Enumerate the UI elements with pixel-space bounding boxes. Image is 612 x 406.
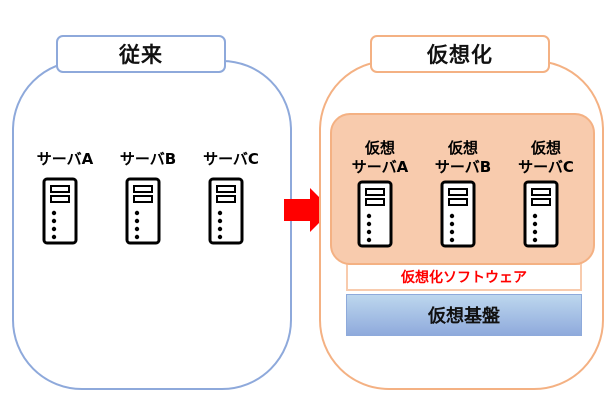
vm-b-server-icon [440, 180, 476, 248]
server-b-icon [125, 177, 161, 245]
vm-a-label-line2: サーバA [351, 158, 409, 176]
virtualization-software-layer: 仮想化ソフトウェア [346, 263, 582, 291]
vm-a-server-icon [357, 180, 393, 248]
vm-c-label-line1: 仮想 [530, 139, 561, 157]
vm-c-label-line2: サーバC [518, 158, 574, 176]
server-b-label: サーバB [119, 150, 177, 168]
server-c-icon [208, 177, 244, 245]
virtualization-title: 仮想化 [370, 35, 550, 73]
vm-b-label-line2: サーバB [434, 158, 492, 176]
virtualization-base-layer: 仮想基盤 [346, 294, 582, 336]
server-a-label: サーバA [36, 150, 94, 168]
server-c-label: サーバC [203, 150, 259, 168]
vm-b-label-line1: 仮想 [447, 139, 478, 157]
vm-b-label: 仮想 サーバB [428, 139, 498, 177]
server-a-icon [42, 177, 78, 245]
vm-a-label-line1: 仮想 [364, 139, 395, 157]
traditional-title: 従来 [56, 35, 226, 73]
vm-c-label: 仮想 サーバC [511, 139, 581, 177]
vm-a-label: 仮想 サーバA [345, 139, 415, 177]
vm-c-server-icon [523, 180, 559, 248]
